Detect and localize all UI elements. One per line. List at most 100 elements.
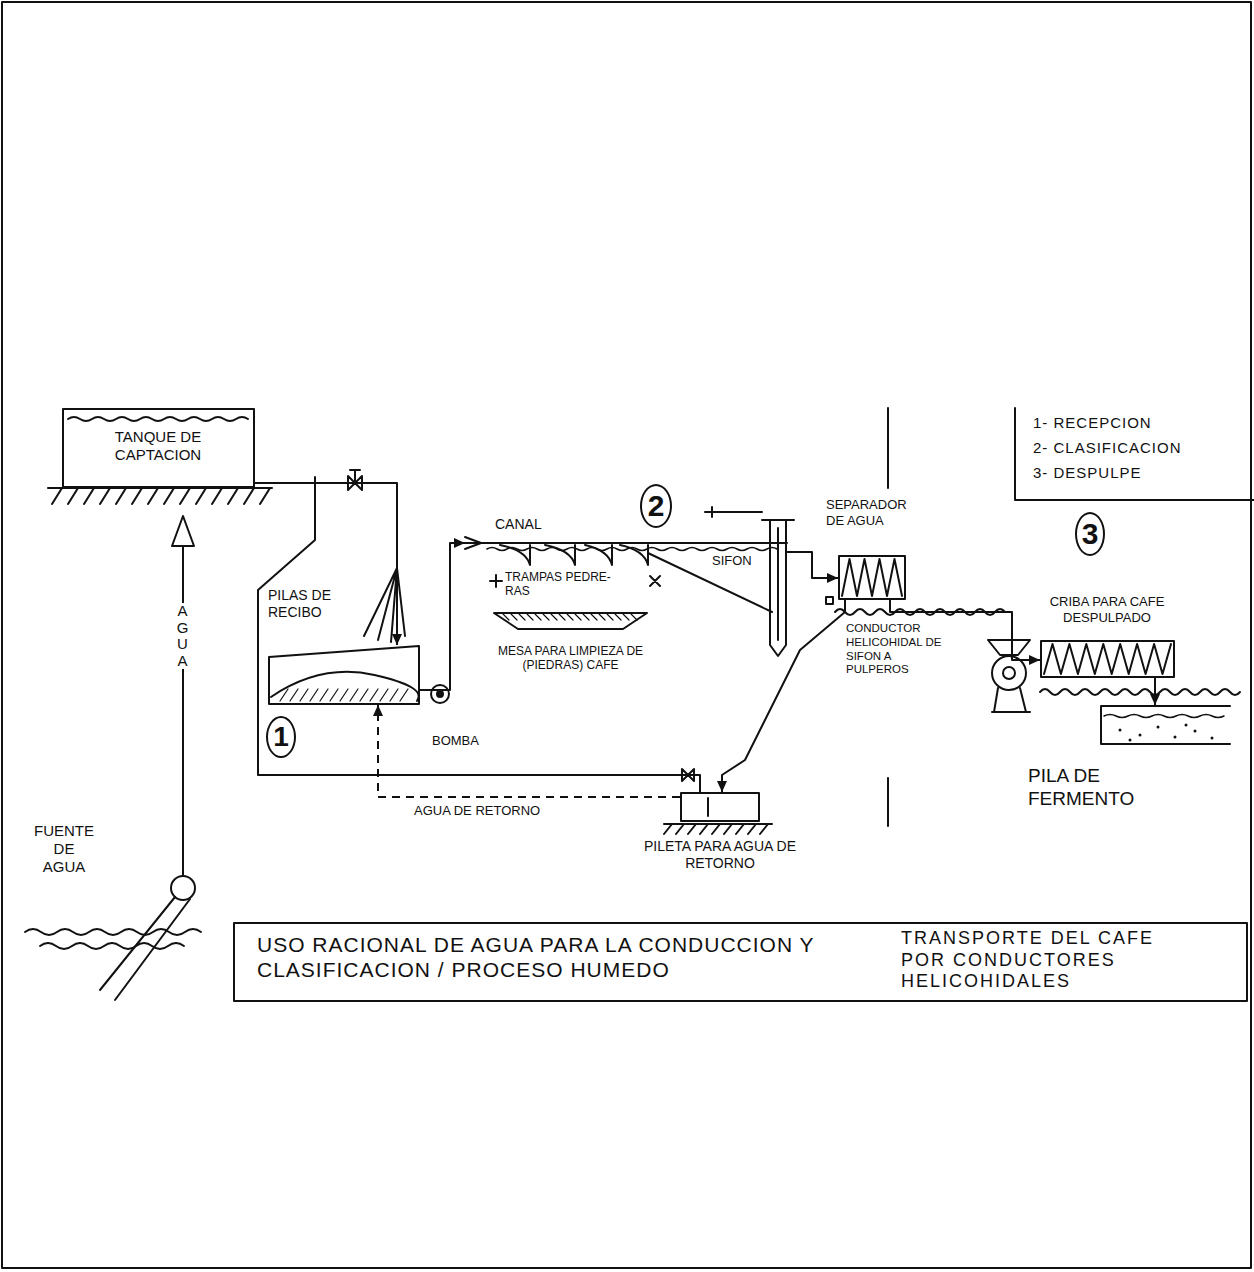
tank-outline (1101, 706, 1230, 744)
pump-label: BOMBA (432, 733, 479, 749)
shape-outline (681, 793, 759, 821)
legend-frame (1015, 408, 1254, 500)
flow-label: AGUA (175, 603, 190, 669)
node-heading: USO RACIONAL DE AGUA PARA LA CONDUCCION … (257, 932, 897, 982)
ground-hatch (664, 824, 772, 834)
coffee-bean (1185, 724, 1188, 727)
fermentation-tank: PILA DE FERMENTO (1100, 705, 1230, 745)
node-shape (680, 792, 760, 822)
tank-box: TANQUE DE CAPTACION (62, 408, 255, 488)
node-heading: CRIBA PARA CAFE DESPULPADO (1022, 594, 1192, 625)
legend-row: 1- RECEPCION (1033, 414, 1152, 432)
screen-outline (839, 556, 905, 599)
shape-outline (839, 556, 905, 599)
tank-outline (269, 646, 419, 704)
pump-symbol (431, 685, 449, 703)
node-heading: SEPARADOR DE AGUA (826, 497, 926, 528)
section-divider (887, 408, 889, 826)
arrow-head (827, 573, 838, 583)
ground-hatch (48, 488, 272, 504)
legend-text: 1- RECEPCION (1033, 414, 1152, 431)
water-separator: SEPARADOR DE AGUA (838, 555, 906, 600)
water-waves (25, 929, 201, 949)
part-label: SIFON (712, 553, 752, 569)
pipe-line (787, 552, 838, 578)
pipe-line (378, 705, 680, 797)
pulper-stand (992, 688, 1030, 712)
pulper-hub (1003, 667, 1015, 679)
caption-box: USO RACIONAL DE AGUA PARA LA CONDUCCION … (233, 922, 1248, 1002)
shape-outline (494, 613, 647, 629)
coffee-bean (1174, 736, 1177, 739)
receiving-tank: PILAS DE RECIBO (268, 645, 420, 705)
valve-symbol (348, 470, 362, 490)
coffee-bean (1119, 729, 1122, 732)
arrow-head (392, 634, 402, 645)
node-heading: PILAS DE RECIBO (268, 587, 358, 621)
edge-label: AGUA DE RETORNO (412, 803, 542, 819)
shape-outline (1041, 641, 1174, 677)
node-shape (268, 645, 420, 705)
connector (1150, 678, 1160, 705)
legend-text: 3- DESPULPE (1033, 464, 1142, 481)
connector (717, 600, 845, 792)
node-heading: PILETA PARA AGUA DE RETORNO (625, 838, 815, 872)
coffee-heap (271, 672, 419, 701)
connector (373, 705, 680, 797)
pipe-fitting (826, 597, 833, 604)
part-label: TRAMPAS PEDRE- RAS (505, 570, 630, 599)
source-label: FUENTE DE AGUA (33, 822, 95, 876)
connector (420, 538, 465, 690)
intake-pipe (100, 897, 190, 1000)
pipe-line (255, 483, 700, 792)
basin-mark (707, 798, 709, 816)
arrow-head (717, 781, 727, 792)
node-heading: PILA DE FERMENTO (1028, 765, 1178, 811)
arrow-head (454, 538, 465, 548)
water-surface (68, 417, 248, 421)
coffee-hatch (280, 689, 408, 701)
channel-line (465, 542, 787, 544)
shape-outline (63, 409, 254, 487)
legend-text: 2- CLASIFICACION (1033, 439, 1182, 456)
return-basin: PILETA PARA AGUA DE RETORNO (680, 792, 760, 822)
water-surface (1104, 715, 1224, 718)
tank-outline (63, 409, 254, 487)
node-shape (493, 612, 648, 630)
table-hatch (503, 614, 637, 620)
node-heading: TANQUE DE CAPTACION (88, 428, 228, 464)
inlet-arrow (465, 537, 481, 549)
coffee-bean (1194, 730, 1197, 733)
cleaning-table: MESA PARA LIMPIEZA DE (PIEDRAS) CAFE (493, 612, 648, 630)
node-shape (838, 555, 906, 600)
pipe-line (722, 600, 845, 792)
coffee-bean (1211, 737, 1214, 740)
screen-zigzag (1044, 644, 1171, 674)
node-body: TRANSPORTE DEL CAFE POR CONDUCTORES HELI… (901, 928, 1201, 993)
basin-outline (681, 793, 759, 821)
screen-outline (1041, 641, 1174, 677)
node-heading: MESA PARA LIMPIEZA DE (PIEDRAS) CAFE (488, 644, 653, 673)
connector (255, 483, 402, 645)
screen-box: CRIBA PARA CAFE DESPULPADO (1040, 640, 1175, 678)
pump-hub (437, 691, 443, 697)
shape-outline (465, 537, 787, 551)
screen-zigzag (842, 559, 902, 596)
part-label: CONDUCTOR HELICOHIDAL DE SIFON A PULPERO… (846, 622, 946, 677)
legend-row: 2- CLASIFICACION (1033, 439, 1182, 457)
arrow-head (1029, 655, 1040, 665)
callout-number: 2 (640, 484, 672, 528)
pipe-line (255, 483, 397, 645)
pulper-hopper (988, 640, 1030, 655)
callout-number: 1 (266, 716, 296, 758)
pipe-line (420, 543, 465, 690)
water-surface (487, 548, 777, 551)
table-outline (494, 613, 647, 629)
arrow-head (373, 705, 383, 716)
coffee-bean (1157, 726, 1160, 729)
water-arrow (172, 516, 194, 876)
canal-slope (648, 553, 772, 612)
